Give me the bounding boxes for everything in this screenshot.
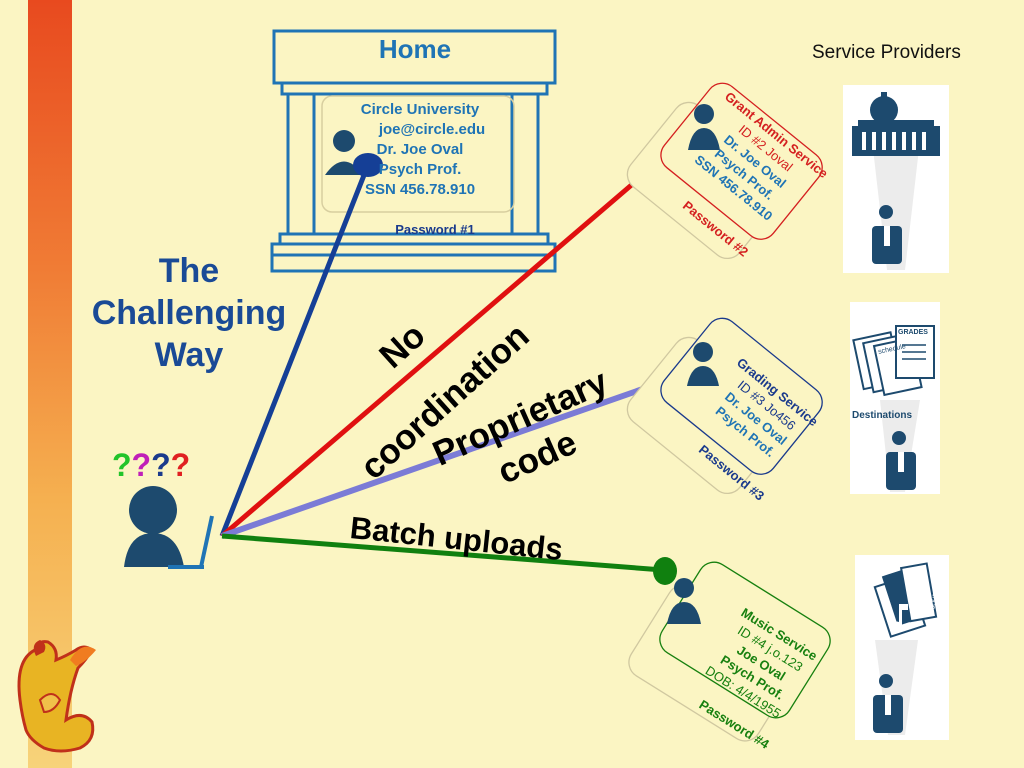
music-person-icon (667, 578, 701, 624)
grades-label: GRADES (898, 329, 928, 336)
question-mark-1: ? (112, 447, 132, 483)
home-email: joe@circle.edu (378, 121, 486, 138)
documents-icon (850, 302, 940, 494)
left-gradient-stripe (28, 0, 72, 768)
home-person-icon (325, 130, 363, 175)
question-mark-2: ? (131, 447, 152, 483)
home-building-icon (270, 29, 557, 273)
grant-person-icon (688, 104, 720, 150)
music-card (628, 561, 831, 742)
question-marks: ???? (112, 447, 190, 484)
home-password: Password #1 (395, 222, 475, 237)
slide-title: The Challenging Way (70, 250, 308, 376)
title-line-1: The (158, 252, 220, 290)
title-line-2: Challenging (91, 294, 287, 332)
home-identity: Circle University joe@circle.edu Dr. Joe… (335, 100, 505, 200)
service-providers-label: Service Providers (812, 42, 961, 63)
destinations-label: Destinations (852, 410, 913, 421)
question-mark-4: ? (170, 447, 191, 483)
music-journal-icon (855, 555, 949, 740)
home-position: Psych Prof. (378, 161, 462, 178)
home-ssn: SSN 456.78.910 (364, 181, 476, 198)
griffin-logo (17, 640, 96, 753)
home-title: Home (378, 34, 452, 64)
title-line-3: Way (154, 336, 224, 374)
home-name: Dr. Joe Oval (376, 141, 464, 158)
grading-person-icon (687, 342, 719, 386)
user-with-laptop-icon (124, 486, 214, 569)
home-institution: Circle University (360, 101, 480, 118)
capitol-building-icon (843, 85, 949, 273)
question-mark-3: ? (151, 447, 171, 483)
